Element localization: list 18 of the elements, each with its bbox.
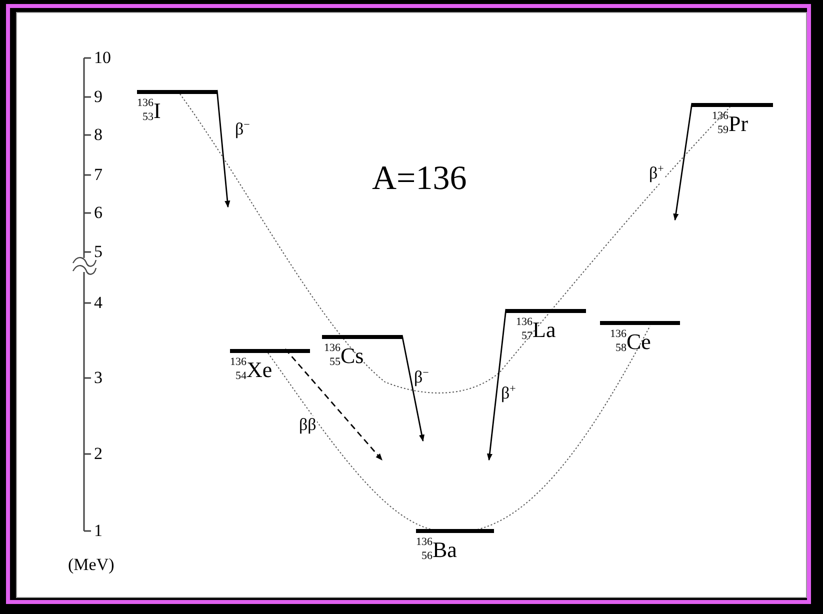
axis-tick-label: 8 [94,126,102,144]
axis-tick-label: 4 [94,294,102,312]
arrow [401,334,425,442]
axis-tick-label: 2 [94,445,102,463]
axis-unit-label: (MeV) [68,556,114,574]
axis-tick-label: 5 [94,243,102,261]
axis-tick-label: 6 [94,204,102,222]
axis-tick-label: 9 [94,88,102,106]
arrow [216,90,230,208]
axis-tick-label: 10 [94,49,111,67]
axis-tick-label: 3 [94,369,102,387]
arrow [673,102,693,221]
edge-label: ββ [298,416,318,434]
axis-tick-label: 7 [94,166,102,184]
dashed-arrow [284,348,383,461]
axis-tick-label: 1 [94,522,102,540]
arrow [486,308,507,461]
diagram-title: A=136 [372,160,467,198]
